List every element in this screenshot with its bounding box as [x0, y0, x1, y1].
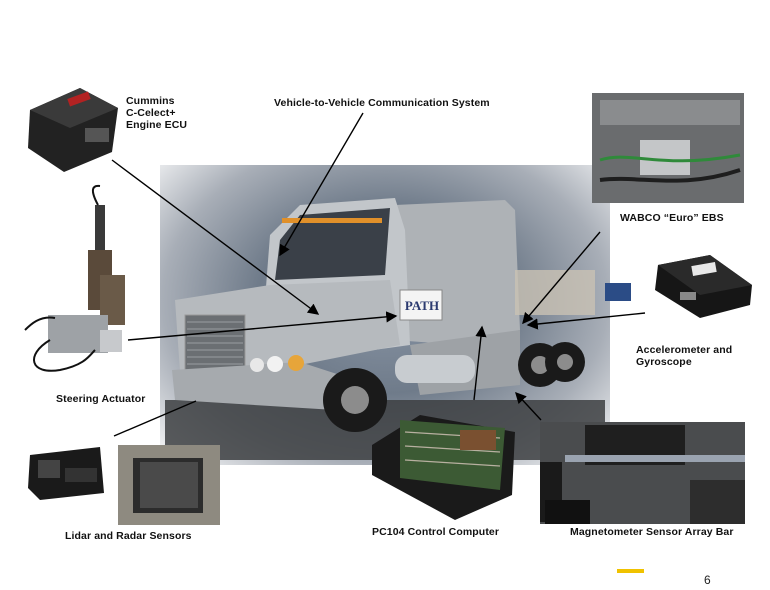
arrow-steering	[127, 311, 398, 341]
arrow-magnet	[515, 391, 542, 421]
leader-lines	[111, 112, 646, 437]
arrow-accel	[526, 312, 646, 330]
arrow-lidar	[113, 400, 197, 437]
radar-photo	[118, 445, 220, 525]
arrow-pc104	[473, 325, 487, 401]
pc104-photo	[372, 415, 515, 520]
path-logo: PATH	[404, 298, 440, 313]
accelerometer-photo	[605, 255, 752, 318]
ecu-photo	[28, 88, 118, 172]
magnetometer-photo	[540, 422, 745, 524]
arrow-v2v	[279, 112, 364, 257]
label-ecu: Cummins C-Celect+ Engine ECU	[126, 95, 188, 131]
label-pc104: PC104 Control Computer	[372, 526, 500, 538]
label-accelerometer: Accelerometer and Gyroscope	[636, 344, 733, 368]
lidar-photo	[28, 447, 104, 500]
label-v2v: Vehicle-to-Vehicle Communication System	[274, 97, 490, 109]
arrow-ecu	[111, 159, 320, 315]
truck-illustration	[165, 198, 605, 460]
label-magnetometer: Magnetometer Sensor Array Bar	[570, 526, 734, 538]
wabco-ebs-photo	[592, 93, 744, 203]
accent-bar	[617, 569, 644, 573]
page-number: 6	[704, 573, 711, 587]
label-wabco: WABCO “Euro” EBS	[620, 212, 724, 224]
label-steering: Steering Actuator	[56, 393, 146, 405]
label-lidar-radar: Lidar and Radar Sensors	[65, 530, 192, 542]
steering-actuator-photo	[24, 184, 125, 372]
arrow-wabco	[522, 231, 601, 325]
